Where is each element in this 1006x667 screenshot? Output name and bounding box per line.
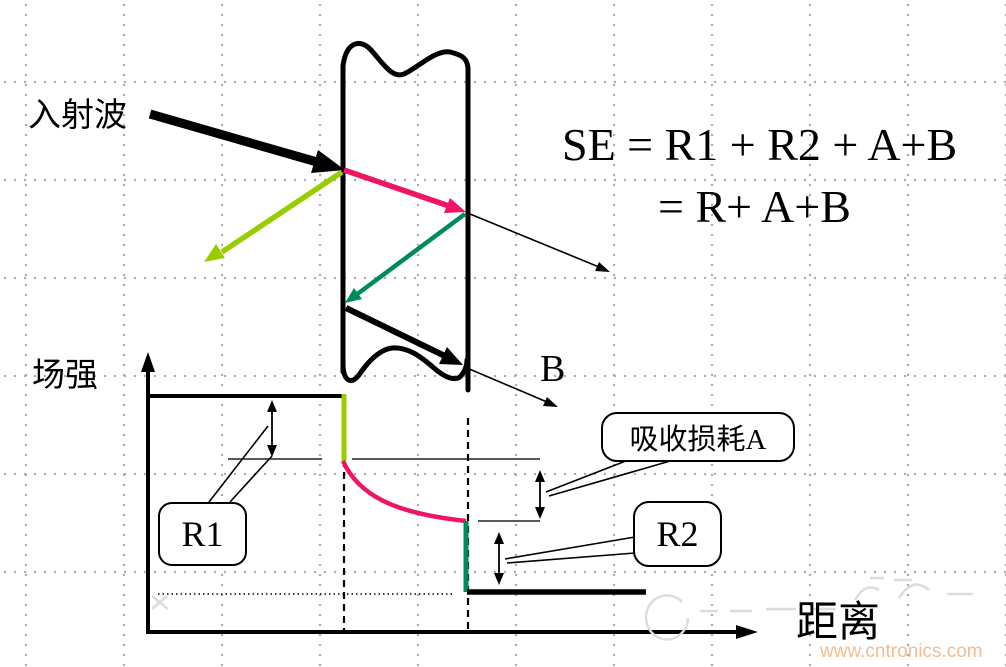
field-strength-axis-label: 场强 — [32, 358, 98, 394]
absorption-callout-pointer-1 — [545, 456, 637, 493]
incident-wave-arrow — [148, 109, 319, 167]
r1-callout-pointer-2 — [229, 455, 273, 503]
r2-callout-bubble: R2 — [633, 501, 722, 567]
distance-axis-label: 距离 — [796, 600, 881, 646]
incident-wave-arrowhead — [311, 150, 345, 173]
b-label: B — [540, 348, 566, 390]
r2-callout-pointer-2 — [506, 552, 636, 564]
absorbed-wave-arrowhead — [444, 198, 466, 213]
reflected-wave-arrowhead — [204, 244, 225, 262]
r1-callout-label: R1 — [181, 514, 224, 554]
r1-callout-pointer-1 — [208, 425, 269, 503]
r1-callout-bubble: R1 — [158, 502, 247, 566]
absorption-arrowhead-bottom — [535, 507, 545, 519]
absorption-arrowhead-top — [535, 470, 545, 482]
r1-indicator-arrowhead-bottom — [267, 445, 277, 457]
formula-line-1: SE = R1 + R2 + A+B — [562, 119, 958, 170]
absorbed-wave-arrow — [343, 167, 450, 209]
reflected-wave-arrow — [220, 169, 344, 255]
transmitted-wave-arrow-2 — [466, 367, 548, 403]
formula-line-2: = R+ A+B — [658, 181, 851, 232]
r2-indicator-arrowhead-bottom — [494, 573, 504, 585]
r1-indicator-arrowhead-top — [267, 400, 277, 412]
absorption-callout-label: 吸收损耗A — [629, 424, 767, 456]
rereflection-arrowhead — [439, 347, 463, 365]
wall-top-and-sides — [340, 40, 471, 393]
y-axis-arrowhead — [141, 352, 155, 372]
absorption-callout-pointer-2 — [548, 456, 685, 497]
transmitted-wave-arrowhead-2 — [543, 397, 558, 407]
transmitted-wave-arrowhead-1 — [595, 262, 610, 272]
internal-reflection-arrow — [354, 212, 467, 297]
absorption-callout-bubble: 吸收损耗A — [601, 412, 795, 462]
field-decay-absorption — [340, 460, 467, 524]
faint-watermark-scribbles — [151, 576, 973, 641]
internal-reflection-arrowhead — [345, 288, 362, 303]
wall-bottom-wave — [340, 345, 470, 383]
x-axis-arrowhead — [736, 625, 758, 639]
site-watermark: www.cntronics.com — [820, 641, 983, 662]
transmitted-wave-arrow-1 — [469, 213, 600, 268]
incident-wave-label: 入射波 — [28, 98, 127, 134]
r2-indicator-arrowhead-top — [494, 532, 504, 544]
r2-callout-label: R2 — [656, 514, 699, 554]
r2-callout-pointer-1 — [504, 536, 636, 560]
rereflection-arrow — [344, 305, 449, 360]
